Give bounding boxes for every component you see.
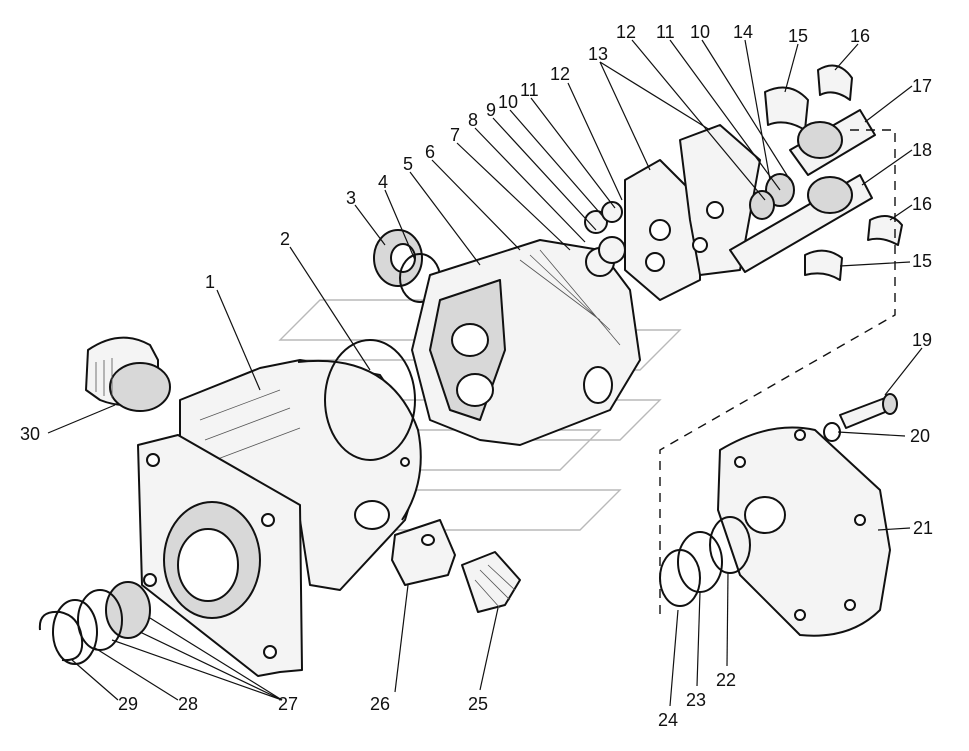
label-6: 6 bbox=[425, 142, 435, 162]
label-14: 14 bbox=[733, 22, 753, 42]
label-10-a: 10 bbox=[498, 92, 518, 112]
label-3: 3 bbox=[346, 188, 356, 208]
label-19: 19 bbox=[912, 330, 932, 350]
label-16-b: 16 bbox=[912, 194, 932, 214]
label-10-b: 10 bbox=[690, 22, 710, 42]
label-8: 8 bbox=[468, 110, 478, 130]
label-25: 25 bbox=[468, 694, 488, 714]
label-23: 23 bbox=[686, 690, 706, 710]
label-16-a: 16 bbox=[850, 26, 870, 46]
part-2-seal-ring bbox=[324, 339, 416, 461]
part-15-16-half-shells-bottom bbox=[804, 215, 903, 281]
part-5-body-block bbox=[411, 239, 641, 446]
label-13: 13 bbox=[588, 44, 608, 64]
label-1: 1 bbox=[205, 272, 215, 292]
label-11-a: 11 bbox=[520, 80, 539, 100]
label-2: 2 bbox=[280, 229, 290, 249]
part-labels: 1 2 3 4 5 6 7 8 9 10 11 12 13 12 11 10 1… bbox=[20, 22, 933, 730]
label-9: 9 bbox=[486, 100, 496, 120]
part-27-flange bbox=[137, 434, 303, 677]
part-26-sleeve bbox=[391, 519, 456, 586]
alignment-lines bbox=[659, 129, 896, 620]
label-29: 29 bbox=[118, 694, 138, 714]
part-15-16-half-shells-top bbox=[764, 64, 853, 131]
part-19-bolt bbox=[839, 393, 898, 429]
part-17-gear-shaft bbox=[789, 109, 876, 176]
part-1-housing bbox=[179, 359, 422, 591]
part-30-cap bbox=[85, 336, 171, 412]
label-15-a: 15 bbox=[788, 26, 808, 46]
part-13-bushing-block bbox=[624, 124, 761, 301]
label-24: 24 bbox=[658, 710, 678, 730]
label-22: 22 bbox=[716, 670, 736, 690]
label-7: 7 bbox=[450, 125, 460, 145]
parts-27-29-rings bbox=[38, 581, 151, 665]
label-12-a: 12 bbox=[550, 64, 570, 84]
part-25-filter-plug bbox=[461, 551, 521, 613]
label-20: 20 bbox=[910, 426, 930, 446]
label-28: 28 bbox=[178, 694, 198, 714]
label-27: 27 bbox=[278, 694, 298, 714]
part-18-drive-shaft bbox=[729, 174, 873, 273]
part-20-washer bbox=[823, 422, 841, 442]
leader-lines bbox=[47, 39, 923, 707]
label-17: 17 bbox=[912, 76, 932, 96]
label-18: 18 bbox=[912, 140, 932, 160]
part-21-cover bbox=[717, 426, 891, 637]
parts-7-12-washers bbox=[584, 201, 626, 277]
label-4: 4 bbox=[378, 172, 388, 192]
label-5: 5 bbox=[403, 154, 413, 174]
label-21: 21 bbox=[913, 518, 933, 538]
label-11-b: 11 bbox=[656, 22, 675, 42]
label-12-b: 12 bbox=[616, 22, 636, 42]
label-15-b: 15 bbox=[912, 251, 932, 271]
label-26: 26 bbox=[370, 694, 390, 714]
label-30: 30 bbox=[20, 424, 40, 444]
part-3-bearing bbox=[373, 229, 423, 287]
